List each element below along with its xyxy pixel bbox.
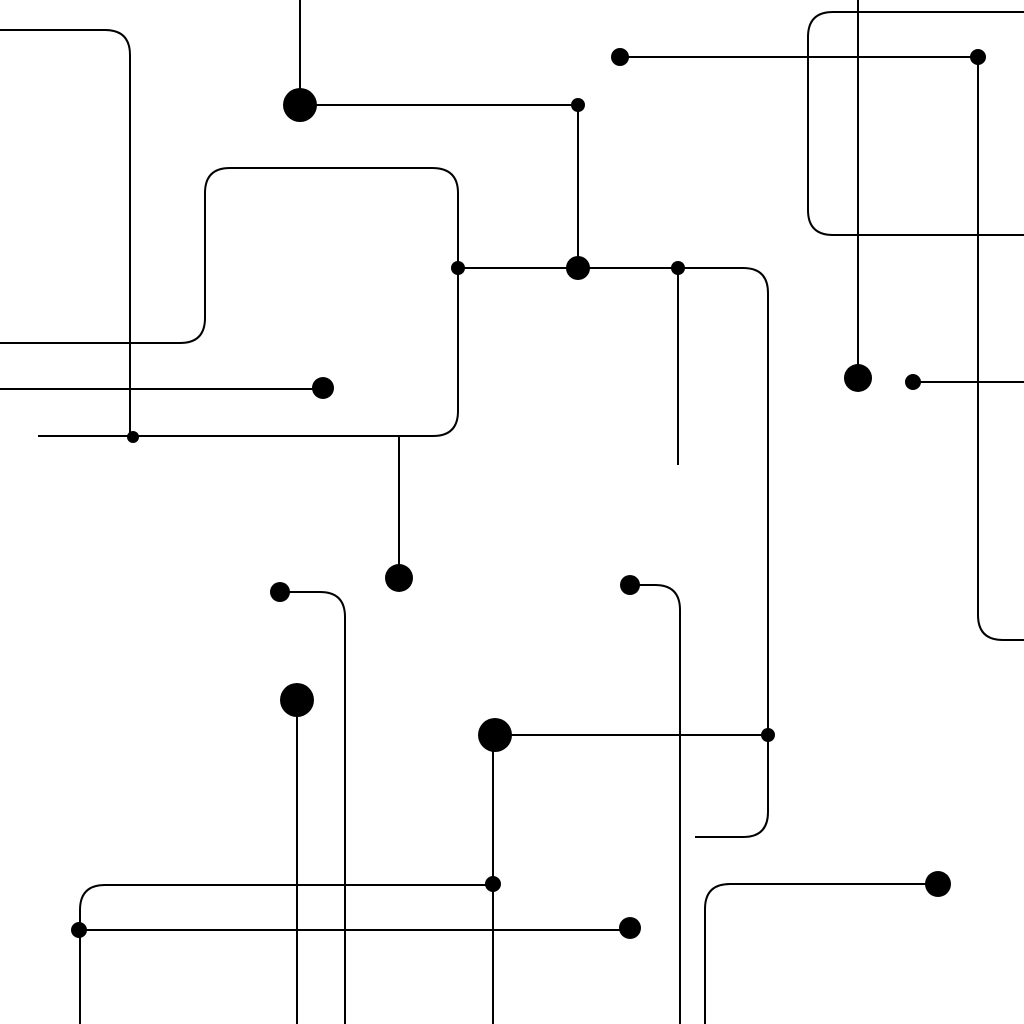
node-dot bbox=[671, 261, 685, 275]
node-dot bbox=[620, 575, 640, 595]
node-dot bbox=[761, 728, 775, 742]
connector-line bbox=[807, 11, 1024, 236]
node-dot bbox=[478, 718, 512, 752]
node-dot bbox=[566, 256, 590, 280]
connector-line bbox=[280, 591, 346, 1024]
connector-line bbox=[977, 57, 1024, 641]
node-dot bbox=[127, 431, 139, 443]
node-dot bbox=[485, 876, 501, 892]
connector-line bbox=[458, 267, 769, 838]
node-dot bbox=[312, 377, 334, 399]
node-dot bbox=[619, 917, 641, 939]
node-dot bbox=[844, 364, 872, 392]
node-dot bbox=[71, 922, 87, 938]
connector-line bbox=[0, 167, 459, 437]
connector-line bbox=[0, 29, 131, 437]
node-dot bbox=[970, 49, 986, 65]
node-dot bbox=[905, 374, 921, 390]
node-dot bbox=[571, 98, 585, 112]
node-dot bbox=[270, 582, 290, 602]
node-dot bbox=[451, 261, 465, 275]
connector-line bbox=[704, 883, 938, 1024]
connector-line bbox=[79, 884, 493, 1024]
node-dot bbox=[925, 871, 951, 897]
connector-line bbox=[299, 0, 579, 268]
node-dot bbox=[611, 48, 629, 66]
connector-line bbox=[630, 584, 681, 1024]
node-dot bbox=[283, 88, 317, 122]
node-dot bbox=[280, 683, 314, 717]
node-dot bbox=[385, 564, 413, 592]
